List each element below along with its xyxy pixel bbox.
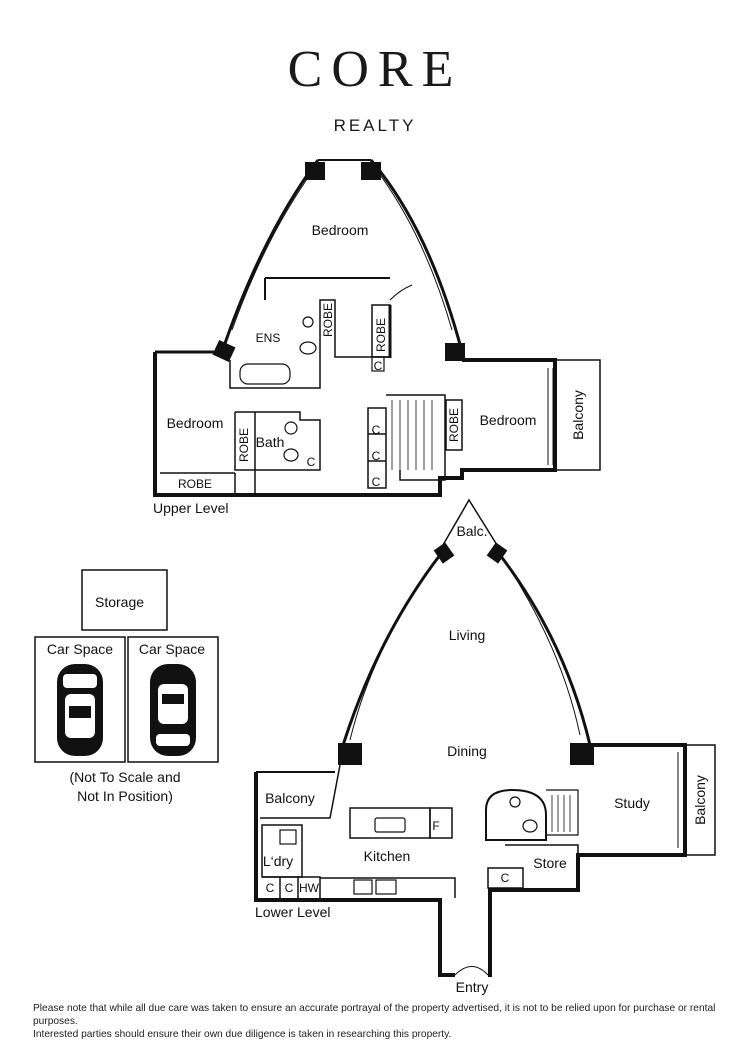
room-label: C — [307, 455, 316, 469]
brand-name: CORE — [287, 41, 463, 98]
room-label: Bath — [256, 434, 285, 450]
room-label: Study — [614, 795, 650, 811]
room-label: Balcony — [692, 775, 708, 825]
car-space-2-box — [127, 636, 219, 763]
room-label: C — [372, 423, 381, 437]
room-label: HW — [299, 881, 320, 895]
room-label: Balc. — [456, 523, 487, 539]
car-icon — [57, 664, 103, 756]
parking-plan — [34, 569, 219, 763]
lower-level-plan — [254, 498, 716, 977]
room-label: L‘dry — [263, 853, 293, 869]
level-label: Lower Level — [255, 904, 331, 920]
room-label: Store — [533, 855, 567, 871]
disclaimer-line: Interested parties should ensure their o… — [33, 1029, 452, 1040]
room-label: ROBE — [178, 477, 212, 491]
room-label: ENS — [256, 331, 281, 345]
room-label: C — [285, 881, 294, 895]
room-label: C — [374, 359, 383, 373]
room-label: Bedroom — [167, 415, 224, 431]
room-label: C — [501, 871, 510, 885]
room-label: Car Space — [47, 641, 113, 657]
room-label: ROBE — [237, 428, 251, 462]
disclaimer-line: Please note that while all due care was … — [33, 1003, 716, 1027]
column-block — [361, 162, 381, 180]
room-label: Dining — [447, 743, 487, 759]
storage-box — [81, 569, 168, 631]
room-label: ROBE — [321, 303, 335, 337]
level-label: Upper Level — [153, 500, 229, 516]
room-label: C — [372, 475, 381, 489]
room-label: C — [372, 449, 381, 463]
room-label: F — [432, 819, 439, 833]
room-label: Kitchen — [364, 848, 411, 864]
disclaimer: Please note that while all due care was … — [33, 1002, 723, 1041]
room-label: Storage — [95, 594, 144, 610]
room-label: ROBE — [374, 318, 388, 352]
room-labels: Bedroom ENS ROBE ROBE C Bedroom ROBE ROB… — [47, 222, 708, 995]
room-label: C — [266, 881, 275, 895]
upper-level-plan — [153, 159, 601, 497]
room-label: Bedroom — [312, 222, 369, 238]
room-label: Car Space — [139, 641, 205, 657]
room-label: Living — [449, 627, 486, 643]
room-label: Bedroom — [480, 412, 537, 428]
brand-subtitle: REALTY — [333, 116, 417, 135]
car-icon — [150, 664, 196, 756]
column-block — [305, 162, 325, 180]
room-label: ROBE — [447, 408, 461, 442]
room-label: Balcony — [265, 790, 315, 806]
room-label: Entry — [456, 979, 489, 995]
parking-note: (Not To Scale and — [69, 769, 180, 785]
parking-note: Not In Position) — [77, 788, 173, 804]
car-space-1-box — [34, 636, 126, 763]
room-label: Balcony — [570, 390, 586, 440]
